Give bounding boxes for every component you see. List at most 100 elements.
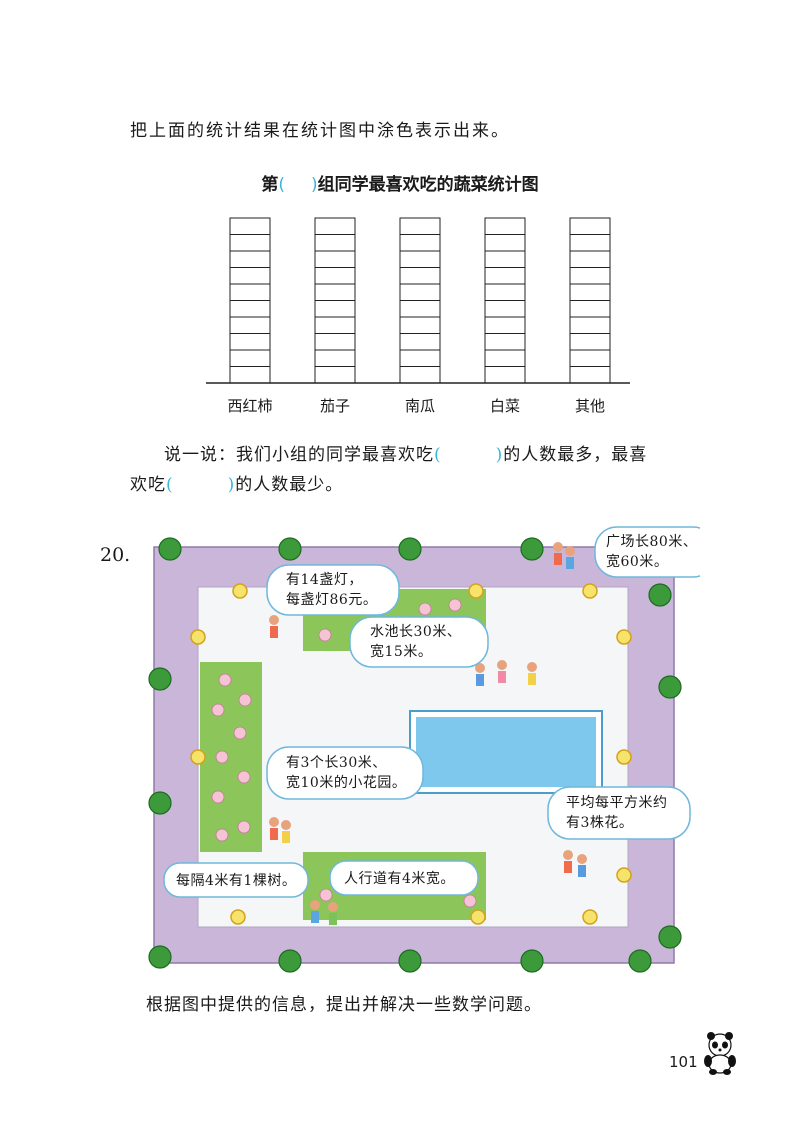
lamp-icon <box>616 749 632 765</box>
chart-cell[interactable] <box>399 250 441 268</box>
children-group-garden <box>269 817 291 843</box>
bubble-lamp-shape <box>266 564 400 616</box>
chart-cell[interactable] <box>569 349 611 367</box>
chart-cell[interactable] <box>314 217 356 235</box>
chart-category-label: 茄子 <box>320 397 350 415</box>
tree-icon <box>398 949 422 973</box>
chart-cell[interactable] <box>314 366 356 384</box>
tree-icon <box>148 667 172 691</box>
bubble-garden-line2: 宽10米的小花园。 <box>286 775 407 791</box>
chart-category-label: 白菜 <box>490 397 520 415</box>
chart-cell[interactable] <box>399 283 441 301</box>
flower <box>237 820 251 834</box>
bubble-garden-shape <box>266 746 424 800</box>
chart-cell[interactable] <box>569 366 611 384</box>
chart-cell[interactable] <box>569 333 611 351</box>
say-one-paren2-close: ) <box>227 475 236 495</box>
chart-cell[interactable] <box>314 250 356 268</box>
chart-cell[interactable] <box>229 267 271 285</box>
chart-cell[interactable] <box>484 283 526 301</box>
chart-cell[interactable] <box>314 316 356 334</box>
lamp-icon <box>190 749 206 765</box>
say-one-paren1-close: ) <box>495 445 504 465</box>
chart-cell[interactable] <box>569 316 611 334</box>
chart-cell[interactable] <box>399 234 441 252</box>
tree-icon <box>148 945 172 969</box>
chart-cell[interactable] <box>399 300 441 318</box>
bubble-pool-line2: 宽15米。 <box>370 644 433 660</box>
children-group-top-right <box>553 542 575 569</box>
bubble-lamp-line1: 有14盏灯， <box>286 572 363 588</box>
chart-columns <box>229 217 611 384</box>
tree-icon <box>148 791 172 815</box>
question-instruction: 根据图中提供的信息，提出并解决一些数学问题。 <box>146 995 542 1015</box>
chart-cell[interactable] <box>484 217 526 235</box>
plaza-map <box>148 526 700 973</box>
chart-cell[interactable] <box>399 366 441 384</box>
lamp-icon <box>230 909 246 925</box>
chart-cell[interactable] <box>484 267 526 285</box>
chart-cell[interactable] <box>314 267 356 285</box>
flower <box>215 828 229 842</box>
bubble-garden-line1: 有3个长30米、 <box>286 755 387 771</box>
bubble-tree: 每隔4米有1棵树。 <box>176 871 296 891</box>
chart-cell[interactable] <box>484 333 526 351</box>
chart-cell[interactable] <box>229 349 271 367</box>
vegetable-chart: 西红柿茄子南瓜白菜其他 <box>206 217 630 415</box>
chart-cell[interactable] <box>229 234 271 252</box>
chart-cell[interactable] <box>399 349 441 367</box>
chart-cell[interactable] <box>314 283 356 301</box>
chart-cell[interactable] <box>399 316 441 334</box>
say-one-paragraph: 说一说：我们小组的同学最喜欢吃()的人数最多，最喜 欢吃()的人数最少。 <box>130 440 710 500</box>
chart-cell[interactable] <box>229 250 271 268</box>
chart-cell[interactable] <box>314 349 356 367</box>
chart-cell[interactable] <box>229 300 271 318</box>
children-group-bottom <box>310 900 338 925</box>
chart-cell[interactable] <box>484 316 526 334</box>
chart-cell[interactable] <box>229 333 271 351</box>
chart-cell[interactable] <box>484 366 526 384</box>
lamp-icon <box>616 629 632 645</box>
chart-cell[interactable] <box>399 217 441 235</box>
chart-cell[interactable] <box>484 250 526 268</box>
chart-category-label: 其他 <box>575 397 605 415</box>
chart-cell[interactable] <box>314 234 356 252</box>
chart-cell[interactable] <box>569 267 611 285</box>
tree-icon <box>658 925 682 949</box>
chart-cell[interactable] <box>569 250 611 268</box>
lamp-icon <box>232 583 248 599</box>
chart-cell[interactable] <box>229 217 271 235</box>
chart-cell[interactable] <box>399 333 441 351</box>
bubble-plaza-line2: 宽60米。 <box>606 554 669 570</box>
chart-cell[interactable] <box>569 234 611 252</box>
flower <box>218 673 232 687</box>
flower <box>211 703 225 717</box>
bubble-walkway-shape <box>329 860 479 896</box>
pool-water <box>416 717 596 787</box>
chart-cell[interactable] <box>569 283 611 301</box>
lamp-icon <box>468 583 484 599</box>
chart-cell[interactable] <box>399 267 441 285</box>
bubble-flower-shape <box>547 786 691 840</box>
chart-cell[interactable] <box>229 316 271 334</box>
lamps <box>190 583 632 925</box>
chart-cell[interactable] <box>569 217 611 235</box>
chart-title-paren-open: ( <box>278 175 285 195</box>
chart-cell[interactable] <box>484 349 526 367</box>
chart-cell[interactable] <box>229 283 271 301</box>
chart-cell[interactable] <box>484 300 526 318</box>
chart-title-prefix: 第 <box>261 175 279 195</box>
chart-cell[interactable] <box>314 300 356 318</box>
chart-cell[interactable] <box>314 333 356 351</box>
bubble-pool-line1: 水池长30米、 <box>370 624 462 640</box>
chart-title: 第()组同学最喜欢吃的蔬菜统计图 <box>0 170 800 195</box>
bubble-walkway: 人行道有4米宽。 <box>344 869 455 889</box>
chart-cell[interactable] <box>229 366 271 384</box>
trees <box>148 537 682 973</box>
chart-cell[interactable] <box>569 300 611 318</box>
flower <box>237 770 251 784</box>
bubble-plaza-line1: 广场长80米、 <box>606 534 698 550</box>
children-group-lamp <box>269 615 279 638</box>
chart-cell[interactable] <box>484 234 526 252</box>
say-one-paren2-open: ( <box>166 475 174 495</box>
